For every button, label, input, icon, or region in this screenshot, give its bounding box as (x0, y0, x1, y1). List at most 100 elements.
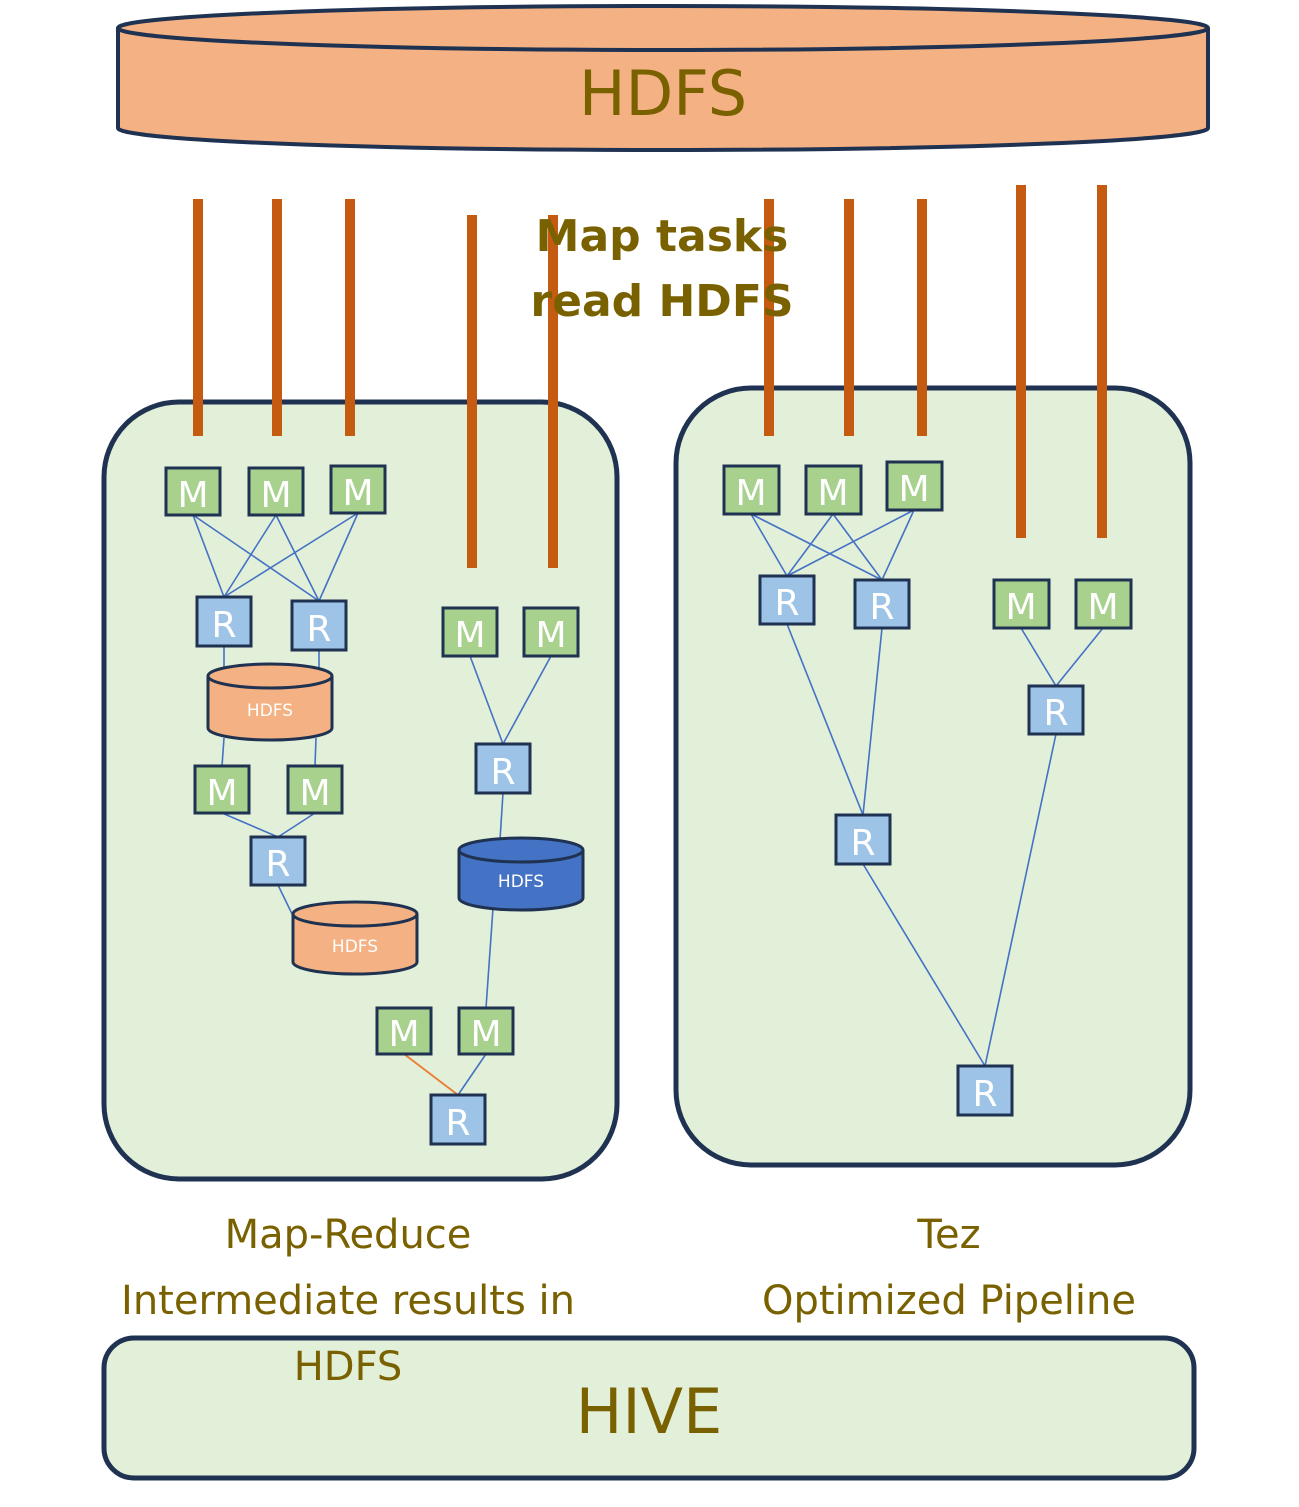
tez-nodes: M M M R R M M R (722, 460, 1133, 1117)
store-lid (291, 900, 419, 928)
reduce-node-label: R (445, 1103, 470, 1144)
map-node: M (375, 1006, 433, 1056)
edge (192, 514, 225, 598)
map-node: M (1074, 578, 1133, 630)
reduce-node: R (758, 574, 816, 626)
reduce-node-label: R (1043, 693, 1068, 734)
edge-alt (403, 1053, 459, 1096)
map-node: M (286, 764, 344, 815)
map-node: M (722, 464, 781, 516)
tez-caption-line-2: Optimized Pipeline (762, 1278, 1136, 1324)
mapreduce-caption-line-2: Intermediate results in (121, 1278, 575, 1324)
edge (750, 513, 788, 577)
hive-layer (101, 1335, 1197, 1481)
reduce-node-label: R (972, 1074, 997, 1115)
map-node: M (457, 1006, 515, 1056)
tez-caption-line-1: Tez (916, 1212, 980, 1258)
edge (223, 512, 359, 598)
edge (223, 514, 277, 598)
map-node-label: M (1087, 587, 1118, 628)
edge (1055, 627, 1104, 687)
map-node-label: M (342, 473, 373, 514)
edge (318, 512, 359, 602)
store-label: HDFS (247, 701, 293, 721)
map-node: M (247, 466, 305, 517)
map-node-label: M (1005, 587, 1036, 628)
map-node-label: M (260, 475, 291, 516)
store-body (457, 850, 585, 912)
reduce-node: R (853, 578, 911, 630)
reduce-node: R (1027, 684, 1085, 736)
edge (192, 514, 320, 602)
hive-label: HIVE (576, 1375, 723, 1448)
reduce-node: R (195, 595, 253, 648)
top-hdfs-body (116, 28, 1210, 152)
edge (750, 513, 883, 581)
map-node: M (992, 578, 1051, 630)
tez-edges (750, 509, 1104, 1067)
map-node-label: M (454, 615, 485, 656)
store-label: HDFS (498, 872, 544, 892)
edge (862, 627, 883, 816)
map-node: M (164, 466, 222, 517)
reduce-node-label: R (211, 605, 236, 646)
edge (221, 812, 279, 838)
edge (502, 655, 552, 745)
store-lid (457, 836, 585, 864)
intermediate-hdfs-store: HDFS (206, 662, 334, 742)
map-node: M (193, 764, 251, 815)
reduce-node: R (956, 1064, 1014, 1117)
map-node: M (441, 606, 499, 658)
map-node-label: M (177, 475, 208, 516)
reduce-node: R (834, 813, 892, 866)
mapreduce-caption-line-1: Map-Reduce (225, 1212, 472, 1258)
map-node-label: M (535, 615, 566, 656)
intermediate-hdfs-store: HDFS (291, 900, 419, 976)
reduce-node-label: R (490, 752, 515, 793)
store-lid (206, 662, 334, 690)
edge (984, 733, 1057, 1067)
edge (277, 812, 316, 838)
map-node-label: M (299, 773, 330, 814)
reduce-node-label: R (265, 844, 290, 885)
mapreduce-edges (192, 512, 552, 1096)
edge (881, 509, 915, 581)
edge (832, 513, 883, 581)
edge (862, 863, 986, 1067)
mapreduce-nodes: M M M R R M M R (164, 464, 580, 1146)
map-node: M (329, 464, 387, 515)
top-hdfs-label: HDFS (579, 57, 747, 130)
map-node-label: M (817, 473, 848, 514)
edge (786, 513, 834, 577)
edge (314, 737, 317, 767)
store-body (291, 914, 419, 976)
map-node-label: M (206, 773, 237, 814)
top-hdfs-lid (116, 4, 1210, 52)
reduce-node: R (249, 835, 307, 887)
map-node: M (885, 460, 944, 512)
map-node-label: M (898, 469, 929, 510)
mapreduce-caption-line-3: HDFS (294, 1344, 403, 1390)
map-node: M (804, 464, 863, 516)
edge (457, 1053, 487, 1096)
edge (1020, 627, 1057, 687)
reduce-node: R (429, 1093, 487, 1146)
edge (485, 907, 494, 1009)
edge (469, 655, 504, 745)
top-hdfs-store: HDFS (116, 4, 1210, 152)
edge (275, 514, 320, 602)
intermediate-hdfs-store: HDFS (457, 836, 585, 912)
map-node-label: M (388, 1014, 419, 1055)
edge (786, 509, 915, 577)
map-node-label: M (735, 473, 766, 514)
reduce-node: R (290, 599, 348, 652)
reduce-node: R (474, 742, 532, 795)
annotation-line-2: read HDFS (530, 276, 793, 327)
reduce-node-label: R (850, 823, 875, 864)
edge (277, 884, 295, 919)
hdfs-read-pipes (193, 185, 1107, 568)
reduce-node-label: R (306, 609, 331, 650)
store-body (206, 676, 334, 742)
edge (221, 737, 225, 767)
